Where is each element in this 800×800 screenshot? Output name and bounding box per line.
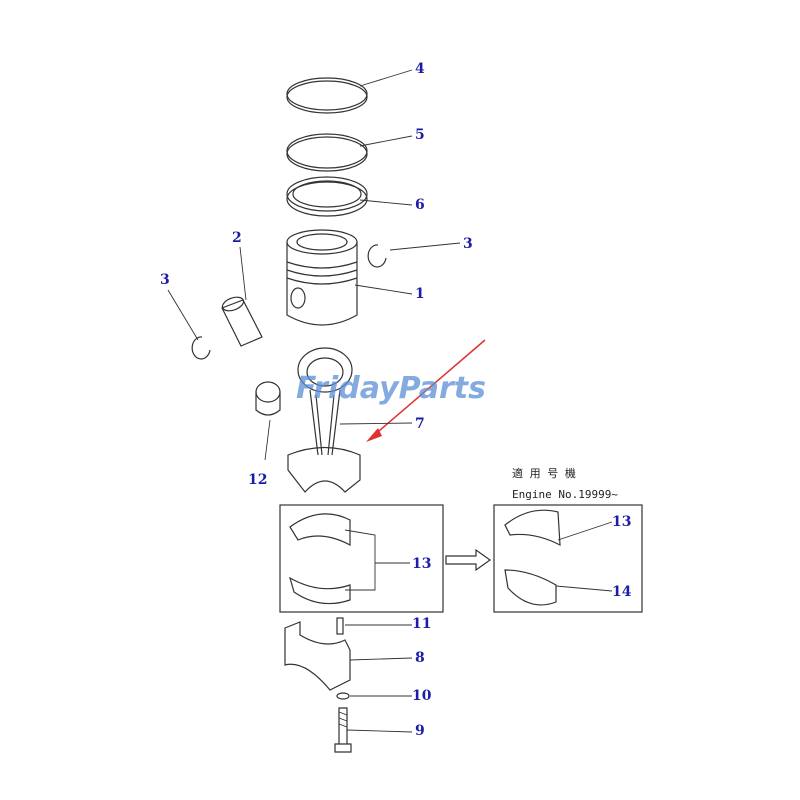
label-ring-second: 5 bbox=[415, 127, 425, 143]
bearing-shells-old bbox=[289, 513, 351, 605]
label-ring-top: 4 bbox=[415, 61, 425, 77]
bearing-box-new bbox=[493, 504, 643, 613]
label-connecting-rod: 7 bbox=[415, 416, 425, 432]
piston-ring-top bbox=[286, 77, 368, 114]
bolt bbox=[334, 707, 352, 753]
bearing-box-old bbox=[279, 504, 444, 613]
note-engine-number: Engine No.19999~ bbox=[512, 488, 618, 501]
label-bushing: 12 bbox=[248, 472, 267, 488]
label-washer: 10 bbox=[412, 688, 432, 704]
piston-pin bbox=[221, 296, 263, 347]
watermark-logo: FridayParts bbox=[296, 371, 486, 406]
label-dowel: 11 bbox=[412, 616, 431, 632]
bearing-shells-new bbox=[504, 509, 561, 606]
hollow-arrow-icon bbox=[445, 548, 492, 572]
connecting-rod bbox=[287, 347, 361, 493]
snap-ring-left bbox=[191, 336, 211, 360]
oil-ring bbox=[286, 176, 368, 217]
red-arrow-icon bbox=[366, 339, 486, 442]
label-piston-pin: 2 bbox=[232, 230, 242, 246]
leader-lines bbox=[167, 69, 613, 733]
label-snap-ring-left: 3 bbox=[160, 272, 170, 288]
washer bbox=[336, 692, 350, 700]
label-cap: 8 bbox=[415, 650, 425, 666]
label-snap-ring-right: 3 bbox=[463, 236, 473, 252]
piston bbox=[286, 229, 358, 326]
label-bearing-new-upper: 13 bbox=[612, 514, 631, 530]
piston-ring-second bbox=[286, 133, 368, 172]
dowel-pin bbox=[336, 617, 344, 635]
label-oil-ring: 6 bbox=[415, 197, 425, 213]
label-piston: 1 bbox=[415, 286, 425, 302]
label-bearing-new-lower: 14 bbox=[612, 584, 632, 600]
note-applicable-serial: 適 用 号 機 bbox=[512, 466, 576, 480]
bushing bbox=[255, 381, 281, 416]
label-bearing-old: 13 bbox=[412, 556, 431, 572]
snap-ring-right bbox=[367, 244, 387, 268]
rod-cap bbox=[284, 621, 351, 691]
label-bolt: 9 bbox=[415, 723, 425, 739]
